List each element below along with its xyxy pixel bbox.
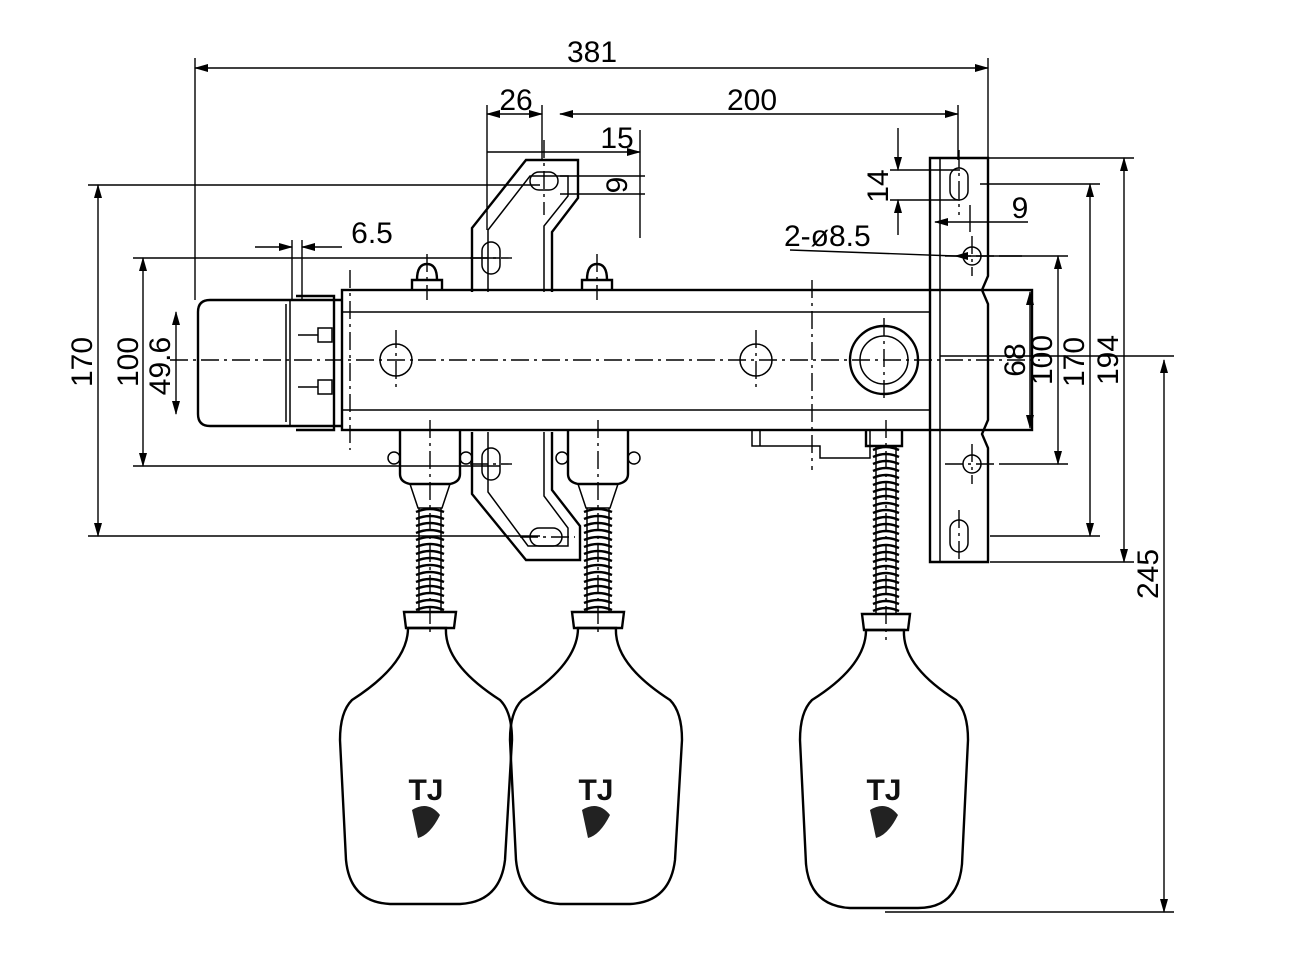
- dim-label-14: 14: [862, 169, 895, 202]
- spring-coil: [872, 501, 900, 508]
- float-assembly-left: TJ: [338, 420, 514, 906]
- spring-coil: [872, 529, 900, 536]
- dimension-right-slot: 14 9: [862, 128, 1028, 235]
- float-logo-left: TJ: [408, 774, 443, 807]
- dim-label-381: 381: [567, 36, 617, 69]
- spring-coil: [872, 445, 900, 452]
- spring-coil: [415, 563, 445, 570]
- spring-coil: [872, 599, 900, 606]
- dim-label-9-right: 9: [1012, 192, 1029, 225]
- dim-label-15: 15: [600, 122, 633, 155]
- dim-label-170-left: 170: [66, 337, 99, 387]
- dimension-left-170: 170: [66, 184, 540, 537]
- spring-coil: [415, 591, 445, 598]
- dim-label-49-6: 49.6: [144, 337, 177, 395]
- dim-label-100-left: 100: [112, 337, 145, 387]
- dimension-slot-offset: 26: [486, 84, 543, 230]
- spring-coil: [415, 570, 445, 577]
- dim-label-200: 200: [727, 84, 777, 117]
- dim-label-9-left: 9: [601, 177, 634, 194]
- spring-coil: [872, 592, 900, 599]
- spring-coil: [583, 563, 613, 570]
- dimension-mounting-holes: 2-ø8.5: [784, 220, 1022, 260]
- dimension-right-170: 170: [980, 183, 1100, 537]
- spring-coil: [415, 507, 445, 514]
- spring-coil: [583, 591, 613, 598]
- dim-label-170-right: 170: [1058, 337, 1091, 387]
- dimension-left-49-6: 49.6: [144, 311, 180, 415]
- float-assembly-middle: TJ: [508, 420, 684, 906]
- dimension-drop-245: 245: [885, 355, 1174, 913]
- dimension-left-slot: 15 9: [487, 122, 645, 238]
- main-channel: [170, 280, 1040, 470]
- spring-coil: [583, 570, 613, 577]
- top-screw-left: [410, 254, 444, 300]
- spring-coil: [872, 508, 900, 515]
- dim-label-6-5: 6.5: [351, 217, 393, 250]
- dimension-clip-thickness: 6.5: [255, 217, 393, 300]
- dimension-left-100: 100: [112, 257, 500, 467]
- left-mounting-bracket: [470, 140, 582, 562]
- float-logo-middle: TJ: [578, 774, 613, 807]
- dimension-hole-spacing: 200: [559, 84, 959, 160]
- float-logo-right: TJ: [866, 774, 901, 807]
- left-end-terminal: [196, 270, 360, 450]
- top-screw-right: [580, 254, 614, 300]
- spring-coil: [872, 564, 900, 571]
- spring-coil: [872, 571, 900, 578]
- dim-label-holes: 2-ø8.5: [784, 220, 871, 253]
- dimension-overall-width: 381: [194, 36, 989, 300]
- spring-coil: [583, 507, 613, 514]
- float-assembly-right: TJ: [798, 420, 970, 910]
- dim-label-245: 245: [1132, 549, 1165, 599]
- dim-label-26: 26: [499, 84, 532, 117]
- dim-label-194: 194: [1092, 335, 1125, 385]
